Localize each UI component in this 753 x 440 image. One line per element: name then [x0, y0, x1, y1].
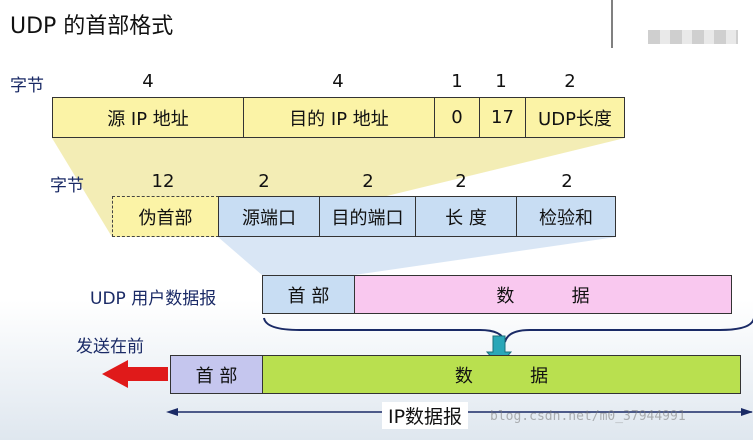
watermark: blog.csdn.net/m0_37944991: [490, 409, 686, 424]
ip-bytes-zero: 1: [451, 71, 463, 92]
span-arrow-left: [166, 408, 178, 416]
udp-field-length: 长 度: [415, 196, 517, 237]
send-arrow: [102, 360, 168, 388]
ip-field-dst-addr: 目的 IP 地址: [243, 97, 435, 138]
ip-bytes-len: 2: [564, 71, 576, 92]
udp-bytes-label: 字节: [50, 176, 84, 196]
udp-field-dst-port: 目的端口: [319, 196, 416, 237]
udp-datagram-label: UDP 用户数据报: [90, 289, 217, 309]
ip-datagram-header: 首 部: [170, 355, 263, 394]
udp-bytes-checksum: 2: [561, 171, 573, 192]
udp-datagram-header: 首 部: [262, 275, 355, 314]
ip-bytes-proto: 1: [495, 71, 507, 92]
ip-field-src-addr: 源 IP 地址: [52, 97, 244, 138]
ip-bytes-src: 4: [142, 71, 154, 92]
udp-bytes-length: 2: [455, 171, 467, 192]
ip-field-zero: 0: [434, 97, 480, 138]
ip-field-udp-length: UDP长度: [525, 97, 625, 138]
udp-field-src-port: 源端口: [218, 196, 320, 237]
pseudo-header-box: 伪首部: [112, 196, 219, 237]
ip-bytes-dst: 4: [332, 71, 344, 92]
udp-header-expansion: [218, 237, 616, 275]
send-first-label: 发送在前: [76, 337, 144, 357]
udp-bytes-pseudo: 12: [151, 171, 175, 192]
span-arrow-right: [741, 408, 753, 416]
blurred-logo: [648, 30, 738, 44]
ip-field-protocol: 17: [479, 97, 526, 138]
udp-field-checksum: 检验和: [516, 196, 616, 237]
ip-datagram-label: IP数据报: [382, 402, 469, 429]
udp-bytes-src-port: 2: [258, 171, 270, 192]
udp-bytes-dst-port: 2: [362, 171, 374, 192]
ip-bytes-label: 字节: [10, 76, 44, 96]
page-title: UDP 的首部格式: [10, 14, 174, 39]
udp-datagram-data: 数 据: [354, 275, 732, 314]
ip-datagram-data: 数 据: [262, 355, 741, 394]
